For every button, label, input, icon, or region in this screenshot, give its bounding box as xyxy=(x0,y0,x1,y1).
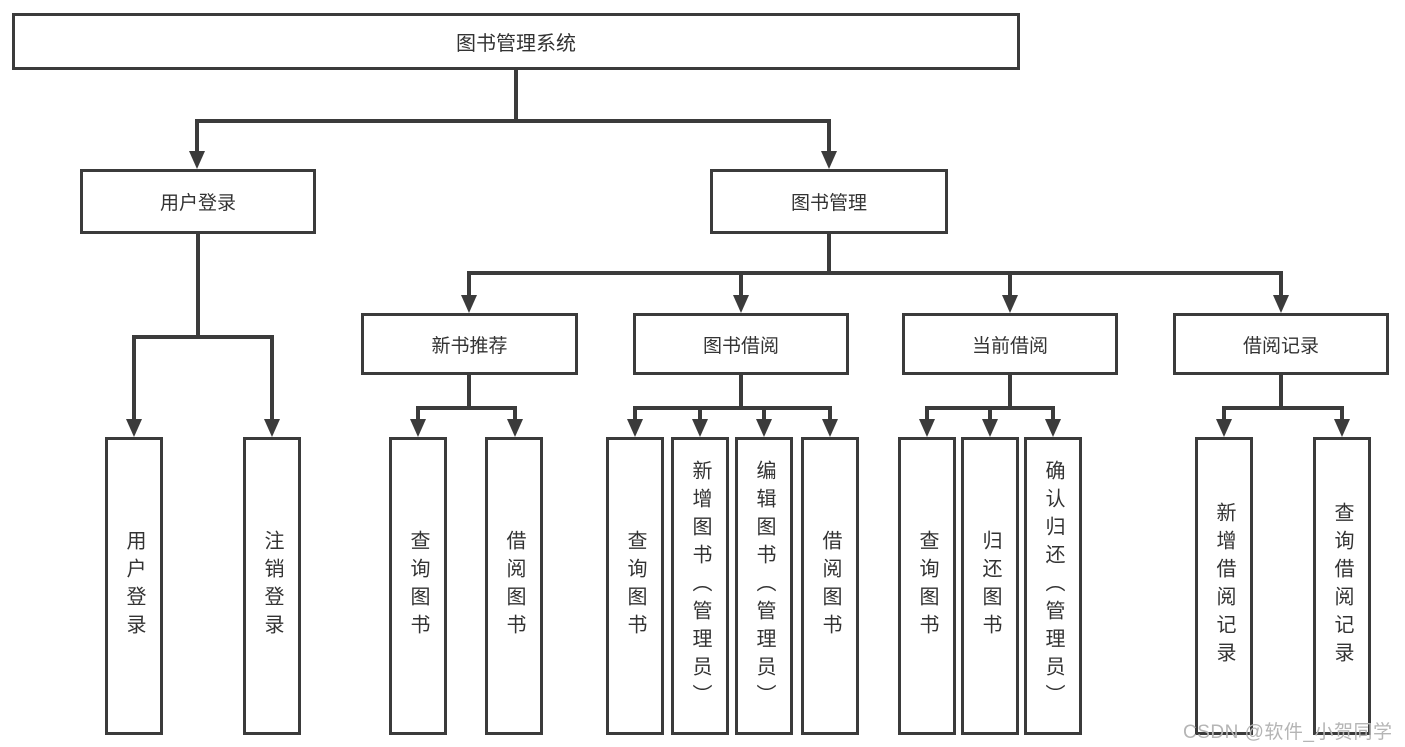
connector-line xyxy=(827,119,831,153)
connector-line xyxy=(827,234,831,275)
node-current-borrow: 当前借阅 xyxy=(902,313,1118,375)
node-label: 查询图书 xyxy=(916,530,938,642)
arrowhead-down xyxy=(733,295,749,313)
connector-line xyxy=(925,406,929,421)
node-label: 当前借阅 xyxy=(971,335,1048,357)
node-user-login: 用户登录 xyxy=(80,169,316,234)
leaf-query-borrow-record: 查询借阅记录 xyxy=(1313,437,1371,735)
node-label: 用户登录 xyxy=(159,193,236,214)
connector-line xyxy=(195,119,831,123)
connector-line xyxy=(1222,406,1344,410)
node-label: 查询图书 xyxy=(624,530,646,642)
leaf-borrow-books: 借阅图书 xyxy=(801,437,859,735)
arrowhead-down xyxy=(461,295,477,313)
node-label: 借阅记录 xyxy=(1242,335,1319,357)
leaf-query-books: 查询图书 xyxy=(898,437,956,735)
connector-line xyxy=(514,70,518,119)
leaf-query-books: 查询图书 xyxy=(606,437,664,735)
connector-line xyxy=(762,406,766,421)
arrowhead-down xyxy=(410,419,426,437)
connector-line xyxy=(988,406,992,421)
connector-line xyxy=(195,119,199,153)
node-label: 借阅图书 xyxy=(819,530,841,642)
connector-line xyxy=(132,335,274,339)
connector-line xyxy=(1279,271,1283,297)
connector-line xyxy=(1008,375,1012,410)
csdn-watermark: CSDN @软件_小贺同学 xyxy=(1183,722,1393,743)
arrowhead-down xyxy=(189,151,205,169)
node-label: 图书管理系统 xyxy=(456,33,576,55)
connector-line xyxy=(467,271,471,297)
leaf-borrow-books: 借阅图书 xyxy=(485,437,543,735)
connector-line xyxy=(196,234,200,339)
arrowhead-down xyxy=(1216,419,1232,437)
connector-line xyxy=(633,406,637,421)
node-label: 用户登录 xyxy=(123,530,145,642)
connector-line xyxy=(698,406,702,421)
arrowhead-down xyxy=(982,419,998,437)
node-label: 查询图书 xyxy=(407,530,429,642)
arrowhead-down xyxy=(627,419,643,437)
connector-line xyxy=(633,406,832,410)
node-label: 图书借阅 xyxy=(702,335,779,357)
leaf-add-borrow-record: 新增借阅记录 xyxy=(1195,437,1253,735)
connector-line xyxy=(1340,406,1344,421)
connector-line xyxy=(739,271,743,297)
connector-line xyxy=(513,406,517,421)
node-new-book-recommend: 新书推荐 xyxy=(361,313,578,375)
node-label: 编辑图书（管理员） xyxy=(753,460,775,712)
arrowhead-down xyxy=(692,419,708,437)
arrowhead-down xyxy=(919,419,935,437)
arrowhead-down xyxy=(756,419,772,437)
node-borrow-records: 借阅记录 xyxy=(1173,313,1389,375)
connector-line xyxy=(132,335,136,421)
connector-line xyxy=(1008,271,1012,297)
connector-line xyxy=(1279,375,1283,410)
node-root: 图书管理系统 xyxy=(12,13,1020,70)
leaf-edit-books-admin: 编辑图书（管理员） xyxy=(735,437,793,735)
arrowhead-down xyxy=(1334,419,1350,437)
arrowhead-down xyxy=(1045,419,1061,437)
node-label: 新书推荐 xyxy=(431,335,508,357)
leaf-add-books-admin: 新增图书（管理员） xyxy=(671,437,729,735)
leaf-confirm-return-admin: 确认归还（管理员） xyxy=(1024,437,1082,735)
connector-line xyxy=(1222,406,1226,421)
node-label: 借阅图书 xyxy=(503,530,525,642)
connector-line xyxy=(467,375,471,410)
node-label: 查询借阅记录 xyxy=(1331,502,1353,670)
arrowhead-down xyxy=(822,419,838,437)
node-label: 图书管理 xyxy=(790,193,867,214)
leaf-return-books: 归还图书 xyxy=(961,437,1019,735)
connector-line xyxy=(467,271,1283,275)
connector-line xyxy=(416,406,420,421)
arrowhead-down xyxy=(1002,295,1018,313)
node-label: 新增图书（管理员） xyxy=(689,460,711,712)
node-label: 确认归还（管理员） xyxy=(1042,460,1064,712)
node-label: 归还图书 xyxy=(979,530,1001,642)
arrowhead-down xyxy=(1273,295,1289,313)
leaf-logout: 注销登录 xyxy=(243,437,301,735)
node-label: 注销登录 xyxy=(261,530,283,642)
arrowhead-down xyxy=(264,419,280,437)
leaf-query-books: 查询图书 xyxy=(389,437,447,735)
connector-line xyxy=(1051,406,1055,421)
connector-line xyxy=(739,375,743,410)
arrowhead-down xyxy=(507,419,523,437)
node-book-management: 图书管理 xyxy=(710,169,948,234)
arrowhead-down xyxy=(821,151,837,169)
connector-line xyxy=(828,406,832,421)
node-label: 新增借阅记录 xyxy=(1213,502,1235,670)
connector-line xyxy=(270,335,274,421)
leaf-user-login: 用户登录 xyxy=(105,437,163,735)
connector-line xyxy=(416,406,517,410)
node-book-borrow: 图书借阅 xyxy=(633,313,849,375)
arrowhead-down xyxy=(126,419,142,437)
